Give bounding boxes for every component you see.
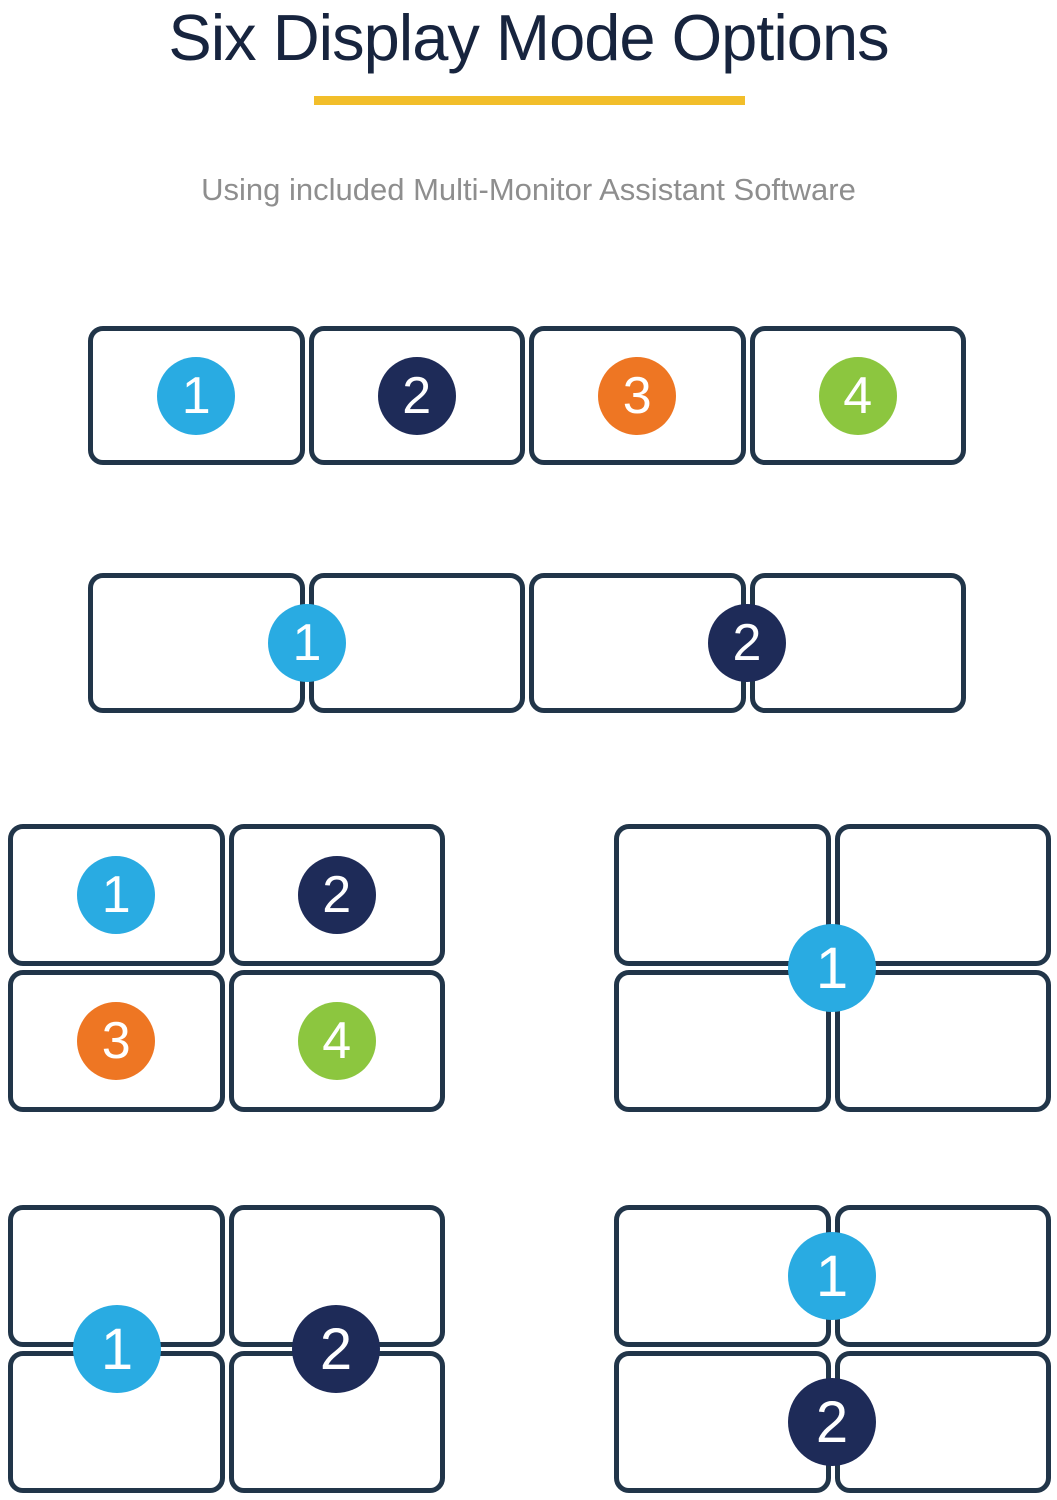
- monitor: [834, 824, 1051, 966]
- display-1-badge: 1: [77, 856, 156, 934]
- display-2-badge: 2: [377, 356, 456, 435]
- monitor: 2: [228, 824, 445, 966]
- monitor: 1: [8, 824, 225, 966]
- mode-quad-span-columns: 1 2: [8, 1205, 445, 1493]
- monitor: [614, 970, 831, 1112]
- mode-quad-extend-four: 1 2 3 4: [8, 824, 445, 1112]
- mode-extend-across-four: 1 2 3 4: [88, 326, 966, 465]
- monitor: 3: [8, 970, 225, 1112]
- title-underline-rule: [314, 96, 745, 105]
- monitor: [614, 824, 831, 966]
- display-3-badge: 3: [598, 356, 677, 435]
- display-1-badge: 1: [788, 1232, 876, 1320]
- display-1-badge: 1: [73, 1305, 161, 1393]
- display-1-badge: 1: [268, 604, 346, 682]
- display-1-badge: 1: [788, 924, 876, 1012]
- display-4-badge: 4: [297, 1002, 376, 1080]
- display-2-badge: 2: [788, 1378, 876, 1466]
- mode-quad-span-one: 1: [614, 824, 1051, 1112]
- mode-span-two-pairs: 1 2: [88, 573, 966, 713]
- mode-quad-span-rows: 1 2: [614, 1205, 1051, 1493]
- display-2-badge: 2: [708, 604, 786, 682]
- monitor: 2: [308, 326, 525, 465]
- page-title: Six Display Mode Options: [168, 1, 889, 74]
- display-4-badge: 4: [818, 356, 897, 435]
- monitor: 3: [529, 326, 746, 465]
- page-subtitle: Using included Multi-Monitor Assistant S…: [201, 172, 856, 207]
- monitor: [834, 970, 1051, 1112]
- monitor: 4: [749, 326, 966, 465]
- monitor: 1: [88, 326, 305, 465]
- display-2-badge: 2: [292, 1305, 380, 1393]
- monitor: 4: [228, 970, 445, 1112]
- display-2-badge: 2: [297, 856, 376, 934]
- display-1-badge: 1: [157, 356, 236, 435]
- display-3-badge: 3: [77, 1002, 156, 1080]
